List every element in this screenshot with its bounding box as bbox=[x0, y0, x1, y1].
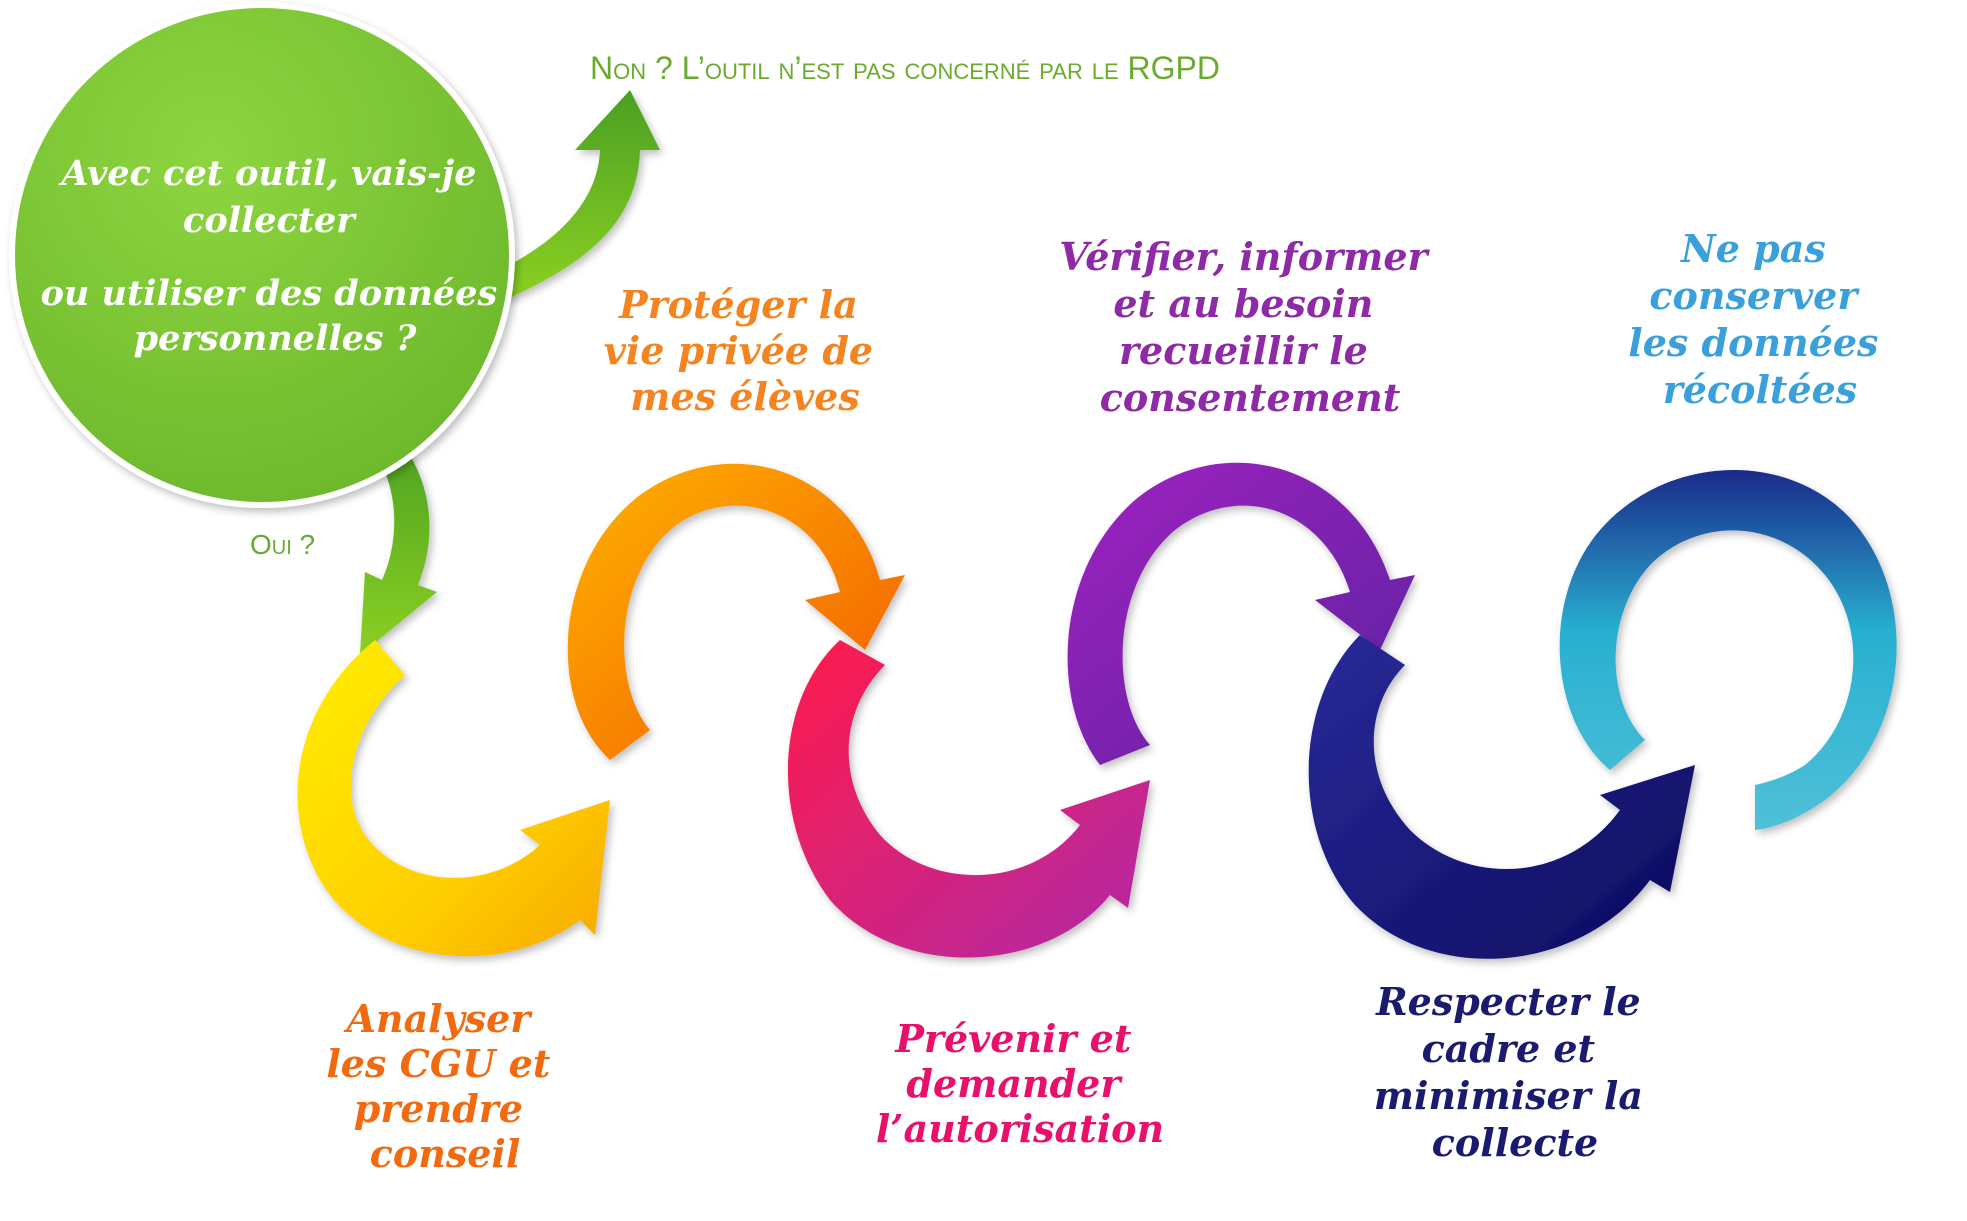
question-line-1: Avec cet outil, vais-je bbox=[58, 153, 476, 194]
loop-pink bbox=[787, 640, 1150, 958]
question-line-3: ou utiliser des données bbox=[41, 273, 498, 314]
yes-branch-label: Oui ? bbox=[250, 529, 315, 560]
step-3-text: Prévenir et demander l’autorisation bbox=[876, 1016, 1164, 1151]
green-arrow-no bbox=[500, 90, 660, 300]
green-arrow-yes bbox=[360, 430, 437, 655]
question-line-2: collecter bbox=[183, 200, 357, 241]
question-text: Avec cet outil, vais-je collecter ou uti… bbox=[41, 153, 510, 359]
question-line-4: personnelles ? bbox=[134, 318, 417, 359]
step-6-text: Ne pas conserver les données récoltées bbox=[1628, 226, 1891, 412]
step-1-text: Analyser les CGU et prendre conseil bbox=[326, 996, 563, 1176]
loop-orange bbox=[567, 463, 905, 760]
step-5-text: Respecter le cadre et minimiser la colle… bbox=[1374, 979, 1656, 1165]
question-circle bbox=[9, 2, 515, 508]
loop-teal bbox=[1559, 470, 1897, 830]
step-4-text: Vérifier, informer et au besoin recueill… bbox=[1059, 234, 1441, 420]
step-2-text: Protéger la vie privée de mes élèves bbox=[604, 282, 887, 419]
no-branch-label: Non ? L’outil n’est pas concerné par le … bbox=[590, 50, 1220, 86]
loop-yellow bbox=[297, 640, 610, 957]
loop-purple bbox=[1067, 462, 1415, 765]
loop-navy bbox=[1308, 635, 1695, 959]
